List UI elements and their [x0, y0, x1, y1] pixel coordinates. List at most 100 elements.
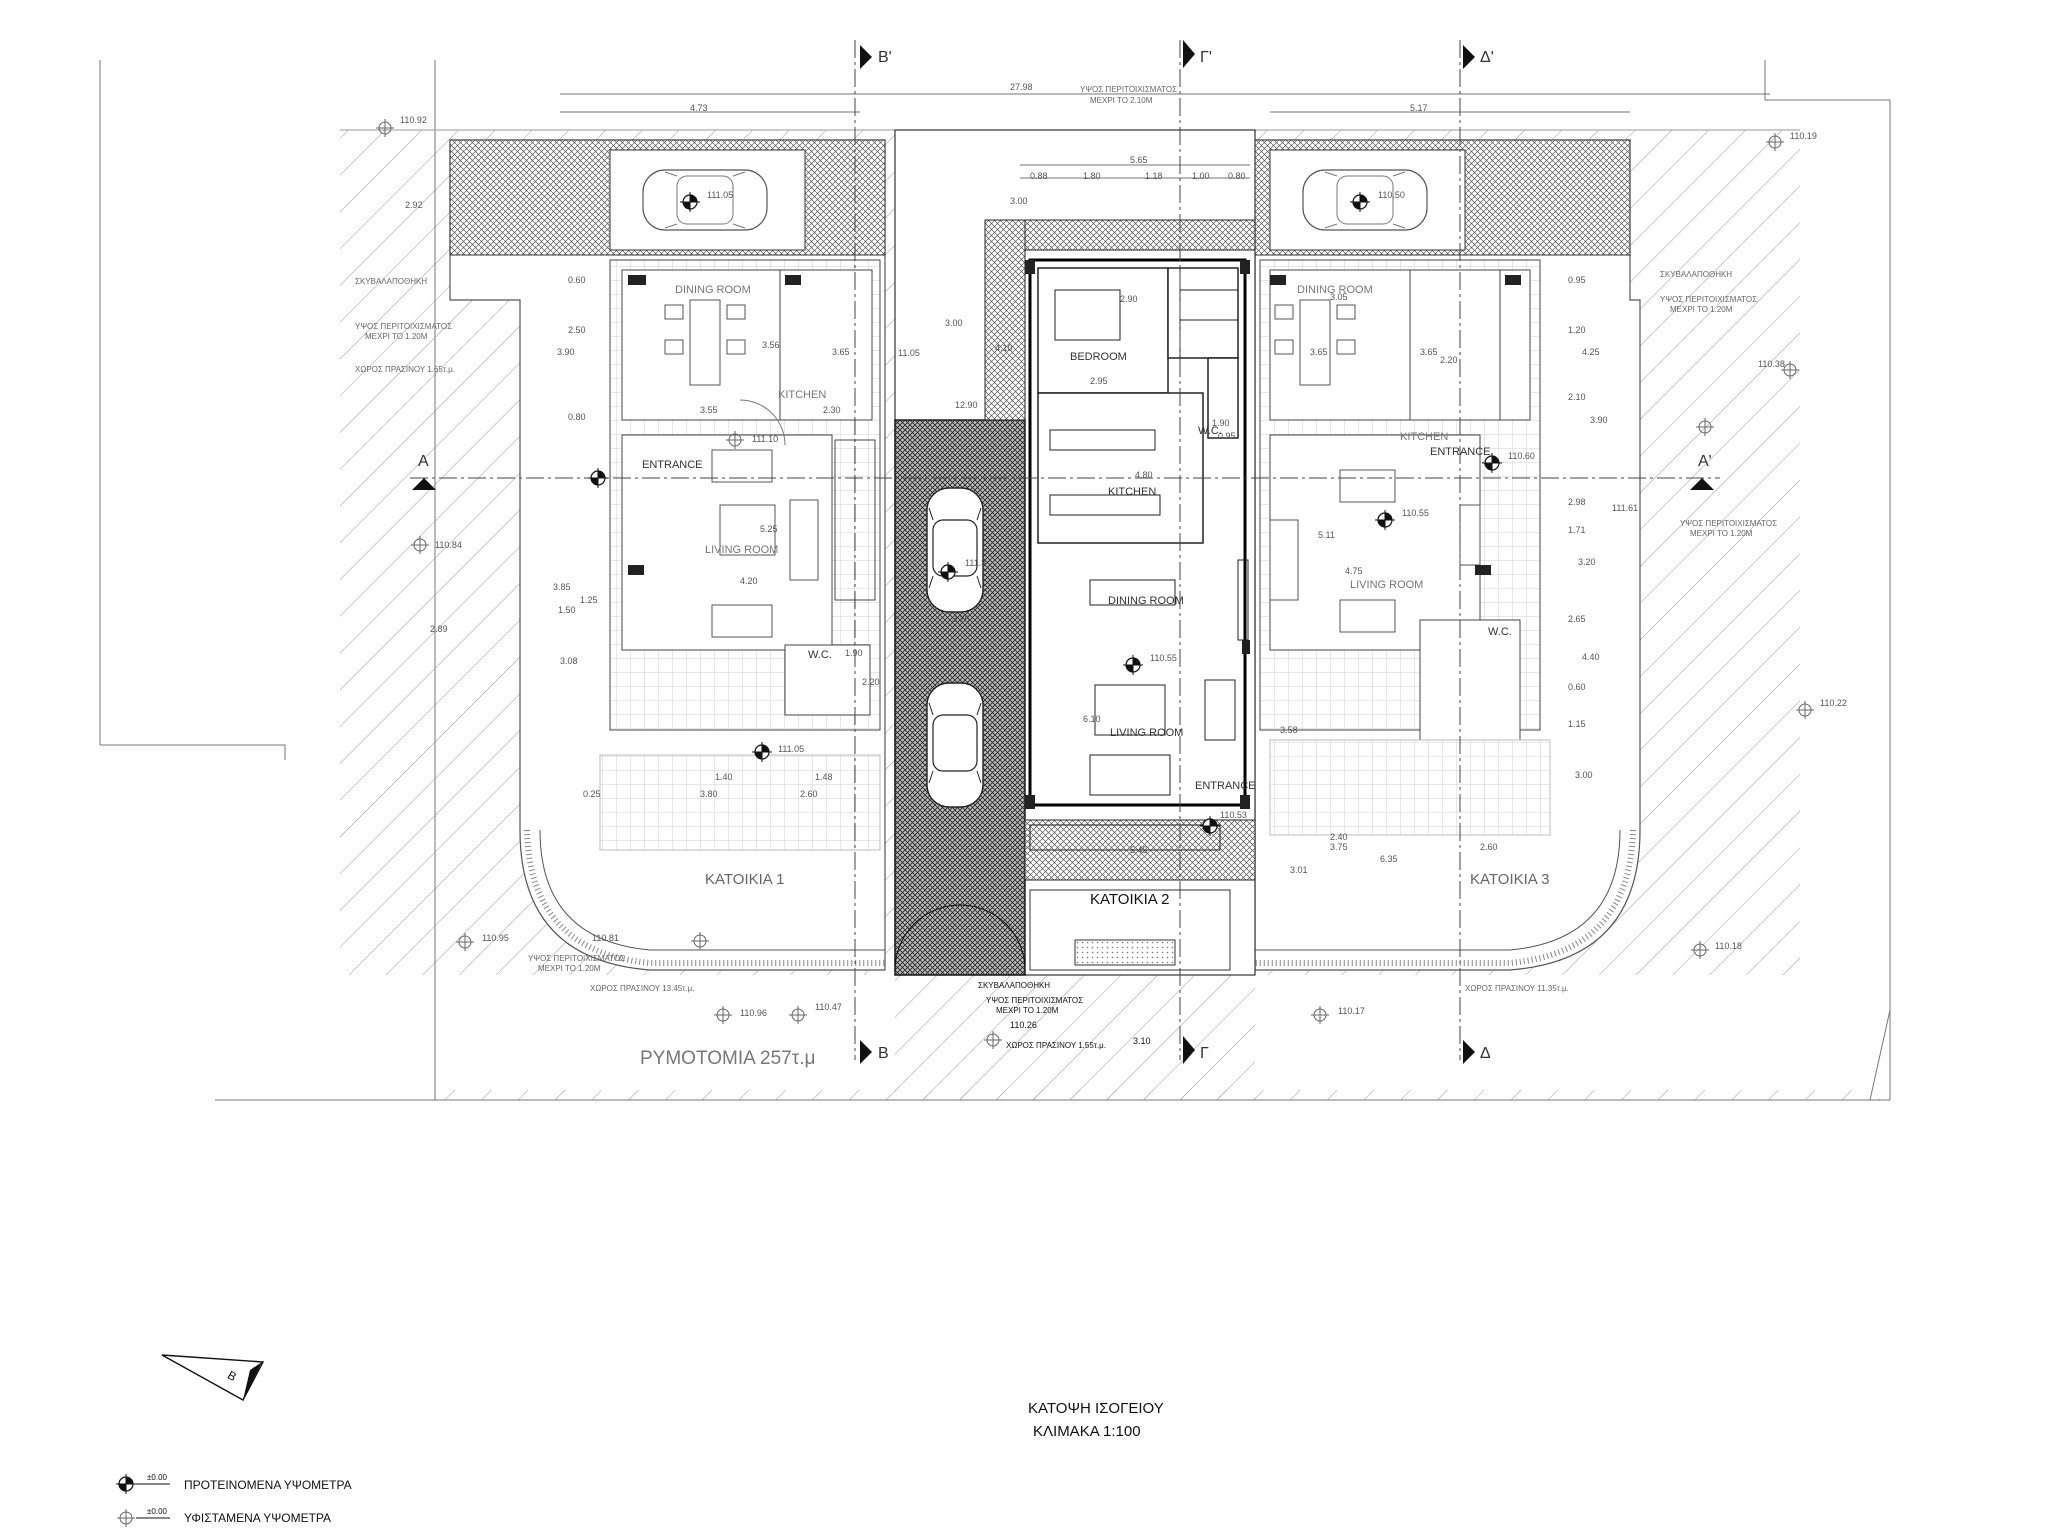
section-d-top: Δ'	[1480, 49, 1494, 66]
legend-existing-value: ±0.00	[147, 1507, 168, 1516]
level-110-55b: 110.55	[1402, 508, 1429, 518]
note-u3-fence-b1: ΥΨΟΣ ΠΕΡΙΤΟΙΧΙΣΜΑΤΟΣ	[1680, 519, 1777, 528]
section-b-top: B'	[878, 49, 892, 66]
dim-u1-3-85: 3.85	[553, 582, 571, 592]
dim-u2-2-90: 2.90	[1120, 294, 1138, 304]
note-u2-bin: ΣΚΥΒΑΛΑΠΟΘΗΚΗ	[978, 981, 1050, 990]
level-110-60: 110.60	[1508, 451, 1535, 461]
u2-entrance-label: ENTRANCE	[1195, 780, 1256, 792]
note-u2-level: 110.26	[1010, 1020, 1037, 1030]
note-u1-bin: ΣΚΥΒΑΛΑΠΟΘΗΚΗ	[355, 277, 427, 286]
u1-living-label: LIVING ROOM	[705, 544, 778, 556]
dim-u2-5-45: 5.45	[1130, 845, 1148, 855]
note-u2-green: ΧΩΡΟΣ ΠΡΑΣΙΝΟΥ 1.55τ.μ.	[1006, 1041, 1106, 1050]
dim-u1-3-80: 3.80	[700, 789, 718, 799]
note-u1-fence-1: ΥΨΟΣ ΠΕΡΙΤΟΙΧΙΣΜΑΤΟΣ	[355, 322, 452, 331]
dim-u3-3-75: 3.75	[1330, 842, 1348, 852]
section-g-bottom: Γ	[1200, 1045, 1209, 1062]
level-110-18: 110.18	[1715, 941, 1742, 951]
dim-u2-2-95: 2.95	[1090, 376, 1108, 386]
dim-u2-6-10: 6.10	[1083, 714, 1101, 724]
dim-u2-3-00b: 3.00	[945, 318, 963, 328]
note-u3-fence-1: ΥΨΟΣ ΠΕΡΙΤΟΙΧΙΣΜΑΤΟΣ	[1660, 295, 1757, 304]
u3-dining-label: DINING ROOM	[1297, 284, 1373, 296]
top-dimension-lines	[560, 93, 1770, 179]
dim-u1-3-90: 3.90	[557, 347, 575, 357]
dim-u3-1-20: 1.20	[1568, 325, 1586, 335]
level-110-95: 110.95	[482, 933, 509, 943]
level-111-05a: 111.05	[707, 190, 733, 200]
dim-u3-3-05: 3.05	[1330, 292, 1348, 302]
u1-dining-label: DINING ROOM	[675, 284, 751, 296]
note-u1-fence-2: ΜΕΧΡΙ ΤΟ 1.20Μ	[365, 332, 428, 341]
level-111-10: 111.10	[752, 434, 778, 444]
level-111-05b: 111.05	[778, 744, 804, 754]
u2-living-label: LIVING ROOM	[1110, 727, 1183, 739]
dim-u3-3-01: 3.01	[1290, 865, 1308, 875]
note-u1-green-b: ΧΩΡΟΣ ΠΡΑΣΙΝΟΥ 13.45τ.μ.	[590, 984, 694, 993]
dim-u1-0-60: 0.60	[568, 275, 586, 285]
dim-u3-3-65a: 3.65	[1310, 347, 1328, 357]
dim-u1-3-65: 3.65	[832, 347, 850, 357]
level-110-47: 110.47	[815, 1002, 842, 1012]
u3-kitchen-label: KITCHEN	[1400, 431, 1448, 443]
dim-u3-3-00: 3.00	[1575, 770, 1593, 780]
dim-u2-4-80: 4.80	[1135, 470, 1153, 480]
dim-u1-3-55: 3.55	[700, 405, 718, 415]
u2-wc-label: W.C.	[1198, 425, 1222, 437]
dim-u3-4-40: 4.40	[1582, 652, 1600, 662]
dim-u2-11-05: 11.05	[898, 348, 920, 358]
u2-kitchen-label: KITCHEN	[1108, 486, 1156, 498]
level-110-84: 110.84	[435, 540, 462, 550]
plan-scale: ΚΛΙΜΑΚΑ 1:100	[1033, 1423, 1141, 1440]
note-u3-fence-b2: ΜΕΧΡΙ ΤΟ 1.20Μ	[1690, 529, 1753, 538]
section-g-top: Γ'	[1200, 49, 1212, 66]
note-u2-fence-1: ΥΨΟΣ ΠΕΡΙΤΟΙΧΙΣΜΑΤΟΣ	[986, 996, 1083, 1005]
legend-existing: ΥΦΙΣΤΑΜΕΝΑ ΥΨΟΜΕΤΡΑ	[184, 1511, 331, 1525]
note-u2-fence-2: ΜΕΧΡΙ ΤΟ 1.20Μ	[996, 1006, 1059, 1015]
note-u1-fence-b2: ΜΕΧΡΙ ΤΟ 1.20Μ	[538, 964, 601, 973]
u1-wc-label: W.C.	[808, 649, 832, 661]
dim-u3-3-20: 3.20	[1578, 557, 1596, 567]
dim-u3-width: 5.17	[1410, 103, 1428, 113]
dim-u3-3-65b: 3.65	[1420, 347, 1438, 357]
note-u1-green: ΧΩΡΟΣ ΠΡΑΣΙΝΟΥ 1.65τ.μ.	[355, 365, 455, 374]
section-a-left: A	[418, 453, 429, 470]
dim-u1-2-20: 2.20	[862, 677, 880, 687]
dim-u3-2-10: 2.10	[1568, 392, 1586, 402]
level-110-17: 110.17	[1338, 1006, 1365, 1016]
walls	[628, 260, 1521, 809]
unit-3-label: ΚΑΤΟΙΚΙΑ 3	[1470, 871, 1549, 888]
dim-u1-1-50: 1.50	[558, 605, 576, 615]
dim-u1-2-30: 2.30	[823, 405, 841, 415]
note-u1-fence-b1: ΥΨΟΣ ΠΕΡΙΤΟΙΧΙΣΜΑΤΟΣ	[528, 954, 625, 963]
u3-wc-label: W.C.	[1488, 626, 1512, 638]
dim-u1-2-92: 2.92	[405, 200, 423, 210]
dim-u1-width: 4.73	[690, 103, 708, 113]
level-110-50: 110.50	[1378, 190, 1405, 200]
level-111-61: 111.61	[1612, 503, 1638, 513]
level-110-19: 110.19	[1790, 131, 1817, 141]
dim-u1-3-56: 3.56	[762, 340, 780, 350]
legend	[115, 1473, 170, 1528]
dim-u2-seg-5: 0.80	[1228, 171, 1246, 181]
level-110-96: 110.96	[740, 1008, 767, 1018]
dim-u2-0-95: 0.95	[1218, 431, 1236, 441]
level-111-3: 111.3	[965, 558, 986, 568]
dim-u1-0-25: 0.25	[583, 789, 601, 799]
u1-entrance-label: ENTRANCE	[642, 459, 703, 471]
section-markers	[412, 40, 1714, 1064]
section-d-bottom: Δ	[1480, 1045, 1491, 1062]
lot-3	[1254, 139, 1641, 971]
unit-1-label: ΚΑΤΟΙΚΙΑ 1	[705, 871, 784, 888]
dim-u2-seg-2: 1.80	[1083, 171, 1101, 181]
dim-u3-0-95: 0.95	[1568, 275, 1586, 285]
dim-u3-6-35: 6.35	[1380, 854, 1398, 864]
level-110-38: 110.38	[1758, 359, 1785, 369]
dim-u2-3-25: 3.25	[952, 614, 970, 624]
dim-u3-1-15: 1.15	[1568, 719, 1586, 729]
note-u3-bin: ΣΚΥΒΑΛΑΠΟΘΗΚΗ	[1660, 270, 1732, 279]
dim-u1-1-40: 1.40	[715, 772, 733, 782]
lot-1	[449, 139, 886, 971]
dim-u2-seg-3: 1.18	[1145, 171, 1163, 181]
